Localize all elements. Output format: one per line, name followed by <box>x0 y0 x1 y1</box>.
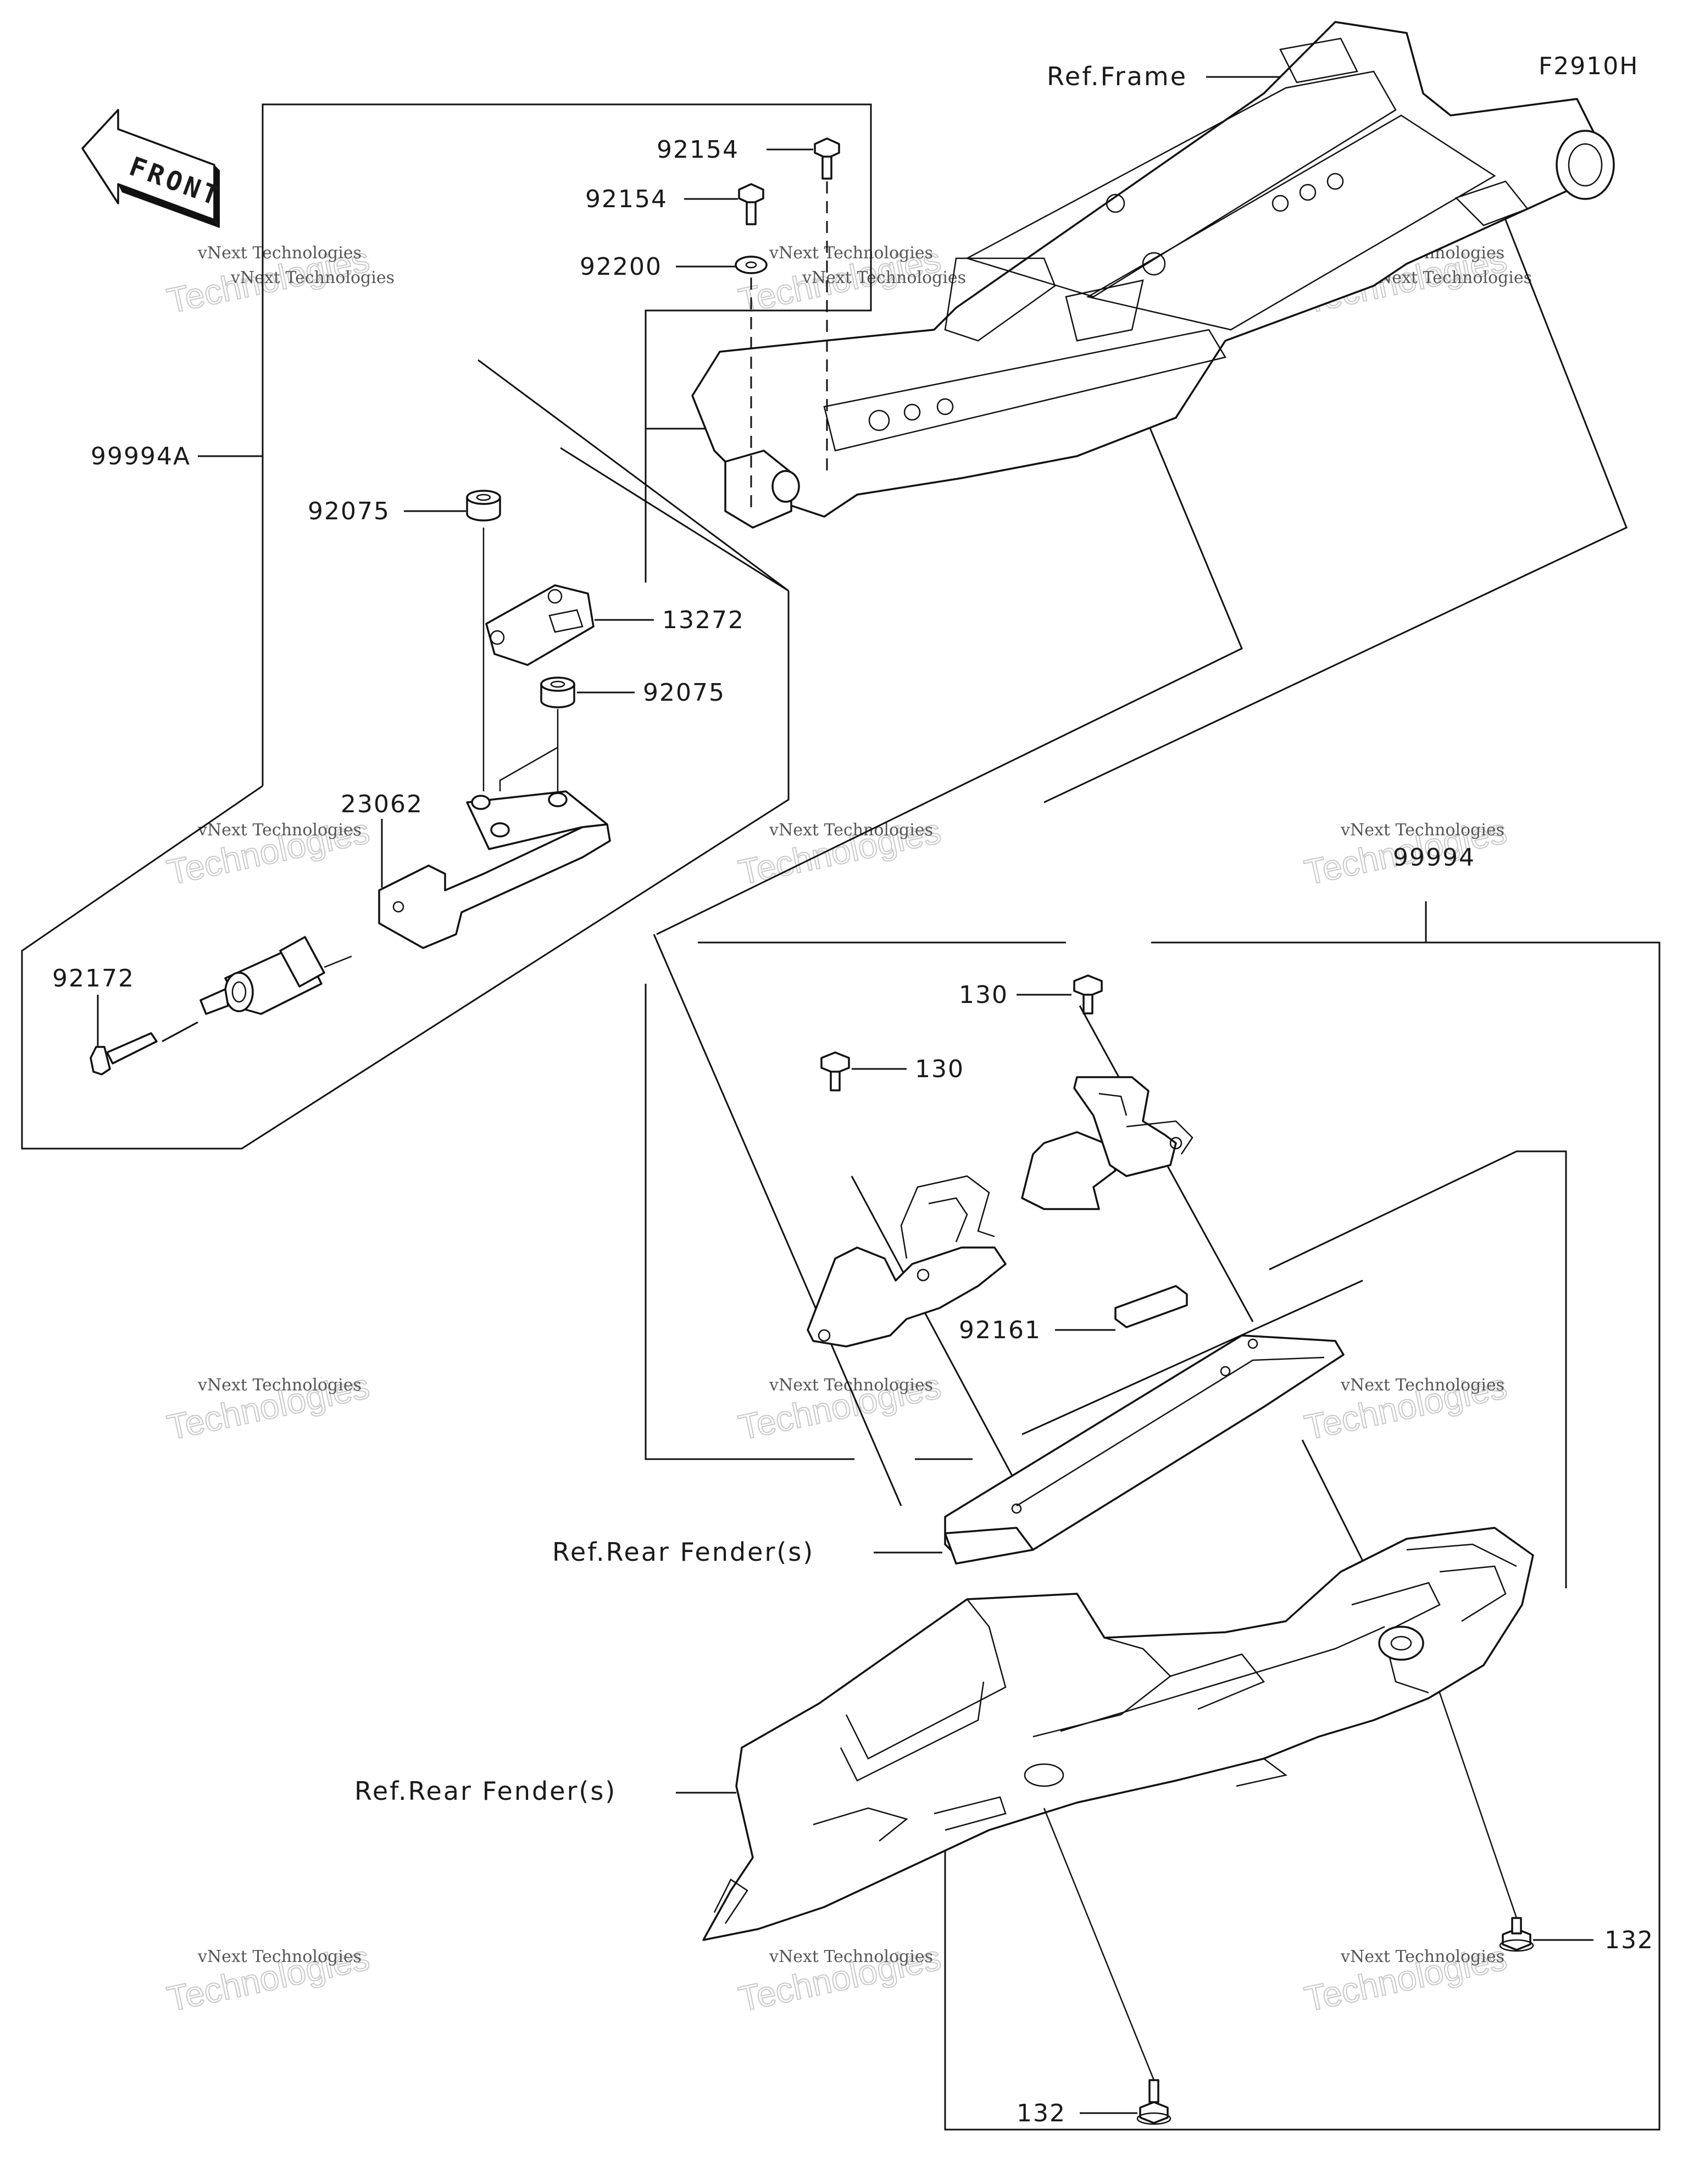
hook-bracket-upper-icon <box>1021 1076 1193 1210</box>
watermark: Technologies vNext Technologies <box>735 1366 945 1448</box>
svg-text:vNext Technologies: vNext Technologies <box>197 821 362 840</box>
svg-text:vNext Technologies: vNext Technologies <box>1340 821 1504 840</box>
part-number-132-a: 132 <box>1604 1926 1654 1954</box>
part-number-13272: 13272 <box>662 606 745 634</box>
part-number-132-b: 132 <box>1017 2099 1066 2127</box>
grommet-92075-b-icon <box>540 677 575 708</box>
watermark: Technologies vNext Technologies <box>163 1366 373 1448</box>
svg-text:vNext Technologies: vNext Technologies <box>769 1376 933 1395</box>
ref-frame-label: Ref.Frame <box>1047 62 1187 91</box>
part-number-23062: 23062 <box>341 790 423 818</box>
svg-text:vNext Technologies: vNext Technologies <box>769 243 933 263</box>
lock-cylinder-icon <box>199 936 352 1015</box>
svg-text:vNext Technologies: vNext Technologies <box>769 1947 933 1966</box>
part-number-92154-a: 92154 <box>657 136 739 164</box>
bracket-99994A <box>21 103 872 1150</box>
grommet-92075-a-icon <box>466 490 501 522</box>
plate-13272-icon <box>485 584 595 666</box>
guide-line <box>1439 1692 1518 1919</box>
bolt-92154-a-icon <box>814 137 840 180</box>
svg-text:vNext Technologies: vNext Technologies <box>230 268 395 287</box>
hook-bracket-lower-icon <box>807 1175 1007 1348</box>
part-number-92172: 92172 <box>52 964 135 993</box>
part-number-130-a: 130 <box>959 981 1008 1009</box>
bolt-130-a-icon <box>1073 974 1103 1015</box>
watermark: Technologies vNext Technologies vNext Te… <box>163 239 395 321</box>
mounting-plate-icon <box>944 1334 1345 1565</box>
svg-text:vNext Technologies: vNext Technologies <box>802 268 966 287</box>
rear-fender-icon <box>702 1527 1534 1941</box>
part-number-92075-b: 92075 <box>643 679 725 707</box>
part-number-92154-b: 92154 <box>585 185 668 213</box>
screw-92172-icon <box>90 1032 158 1076</box>
part-number-99994A: 99994A <box>91 442 191 470</box>
washer-92200-icon <box>735 256 768 274</box>
svg-text:vNext Technologies: vNext Technologies <box>197 1376 362 1395</box>
part-number-99994: 99994 <box>1393 844 1475 872</box>
guide-line <box>499 746 558 791</box>
watermark: Technologies vNext Technologies <box>163 1937 373 2020</box>
front-arrow-icon: FRONT <box>81 109 226 228</box>
spacer-92161-icon <box>1114 1285 1188 1328</box>
svg-text:vNext Technologies: vNext Technologies <box>769 821 933 840</box>
bolt-130-b-icon <box>820 1051 850 1091</box>
diagram-code: F2910H <box>1539 52 1639 80</box>
frame-assembly <box>691 21 1615 529</box>
bolt-132-b-icon <box>1136 2079 1171 2125</box>
svg-text:vNext Technologies: vNext Technologies <box>1340 1376 1504 1395</box>
watermark: Technologies vNext Technologies vNext Te… <box>735 239 966 321</box>
part-number-130-b: 130 <box>915 1055 964 1083</box>
leader-line <box>162 1021 198 1043</box>
watermark: Technologies vNext Technologies <box>163 811 373 893</box>
bolt-132-a-icon <box>1499 1917 1534 1952</box>
part-number-92161: 92161 <box>959 1316 1041 1344</box>
part-number-92200: 92200 <box>580 253 662 281</box>
watermark: Technologies vNext Technologies <box>735 1937 945 2020</box>
ref-rear-fender-lower-label: Ref.Rear Fender(s) <box>354 1776 617 1806</box>
bracket-23062-icon <box>378 790 611 949</box>
svg-text:vNext Technologies: vNext Technologies <box>197 1947 362 1966</box>
watermark: Technologies vNext Technologies <box>1301 1937 1511 2020</box>
bolt-92154-b-icon <box>738 183 764 225</box>
part-number-92075-a: 92075 <box>308 497 390 525</box>
guide-line <box>1043 1808 1155 2081</box>
ref-rear-fender-upper-label: Ref.Rear Fender(s) <box>552 1537 814 1567</box>
svg-text:vNext Technologies: vNext Technologies <box>1340 1947 1504 1966</box>
svg-text:vNext Technologies: vNext Technologies <box>197 243 362 263</box>
watermark: Technologies vNext Technologies <box>1301 1366 1511 1448</box>
